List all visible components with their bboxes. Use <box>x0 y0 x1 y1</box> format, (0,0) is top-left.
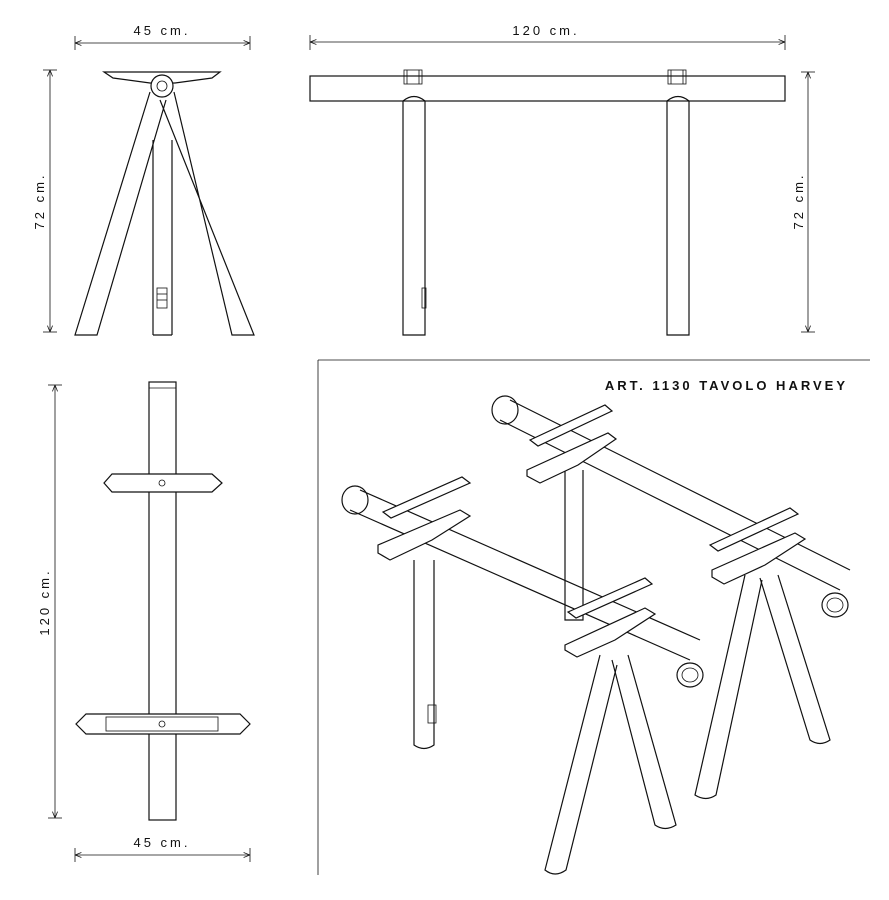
iso-brackets <box>377 404 807 658</box>
side-width-dimension: 45 cm. <box>74 23 251 50</box>
top-width-label: 45 cm. <box>133 835 190 850</box>
top-width-dimension: 45 cm. <box>74 835 251 862</box>
side-width-label: 45 cm. <box>133 23 190 38</box>
front-height-label: 72 cm. <box>791 172 806 229</box>
side-height-label: 72 cm. <box>32 172 47 229</box>
top-length-dimension: 120 cm. <box>37 384 62 819</box>
side-view: 45 cm. 72 cm. <box>32 23 255 336</box>
front-length-label: 120 cm. <box>512 23 579 38</box>
side-height-dimension: 72 cm. <box>32 69 57 333</box>
top-view: 120 cm. 45 cm. <box>37 381 251 862</box>
isometric-view: ART. 1130 TAVOLO HARVEY <box>317 359 870 875</box>
front-height-dimension: 72 cm. <box>791 71 815 333</box>
front-view: 120 cm. 72 cm. <box>309 23 815 336</box>
top-length-label: 120 cm. <box>37 568 52 635</box>
front-length-dimension: 120 cm. <box>309 23 786 50</box>
drawing-title: ART. 1130 TAVOLO HARVEY <box>605 378 848 393</box>
